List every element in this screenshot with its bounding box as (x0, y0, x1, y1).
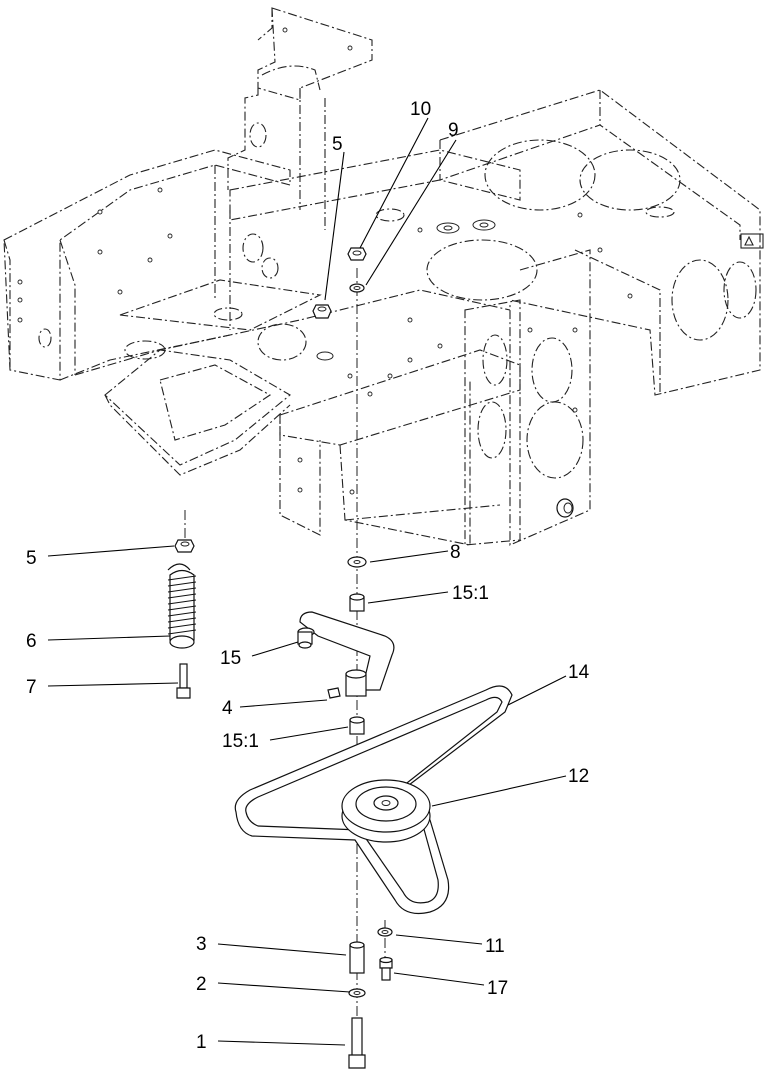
leader-4 (239, 699, 328, 708)
callout-11: 11 (485, 936, 505, 957)
leader-15 (251, 641, 299, 657)
callout-14: 14 (568, 662, 590, 683)
leader-17 (393, 972, 485, 986)
part-6-spring (167, 563, 197, 649)
leader-lines (47, 117, 567, 1046)
leader-9 (365, 139, 457, 286)
leader-7 (47, 682, 179, 687)
callout-15-1-lower: 15:1 (222, 731, 259, 752)
leader-6 (47, 635, 171, 641)
part-8-washer (347, 556, 367, 568)
part-11-washer (377, 927, 393, 937)
part-17-bolt (379, 956, 393, 981)
chassis-frame (3, 7, 764, 546)
callout-7: 7 (26, 677, 37, 698)
part-2-washer (348, 988, 366, 998)
part-15-1-bushing-lower (349, 716, 365, 735)
callout-15: 15 (220, 648, 241, 669)
leader-15-1b (269, 726, 349, 741)
callout-8: 8 (450, 542, 461, 563)
part-1-bolt (348, 1017, 366, 1069)
callout-5-upper: 5 (332, 134, 343, 155)
part-15-1-bushing-upper (349, 593, 365, 612)
leader-15-1a (367, 591, 449, 604)
leader-2 (217, 982, 351, 993)
callout-3: 3 (196, 934, 207, 955)
leader-10 (359, 117, 429, 249)
leader-3 (217, 943, 347, 956)
leader-12 (431, 775, 567, 807)
part-12-pulley (341, 779, 431, 843)
callout-9: 9 (448, 120, 459, 141)
part-5-nut-lower (174, 539, 195, 553)
leader-5b (47, 545, 175, 557)
part-4-grease-fitting (327, 687, 341, 699)
callout-5-lower: 5 (26, 548, 37, 569)
callout-1: 1 (196, 1032, 207, 1053)
part-5-nut-upper (312, 304, 332, 319)
part-15-idler-arm (297, 611, 395, 697)
callout-2: 2 (196, 974, 207, 995)
callout-12: 12 (568, 766, 589, 787)
leader-8 (369, 550, 449, 563)
part-7-bolt (176, 663, 191, 699)
callout-4: 4 (222, 698, 233, 719)
callout-15-1-upper: 15:1 (452, 583, 489, 604)
part-3-spacer (349, 941, 365, 974)
callout-labels: 1 2 3 4 5 5 6 7 8 9 10 11 12 14 15 15:1 … (26, 99, 590, 1053)
callout-6: 6 (26, 631, 37, 652)
leader-5a (324, 151, 345, 301)
part-10-nut (347, 247, 367, 261)
leader-1 (217, 1040, 346, 1046)
leader-14 (507, 675, 567, 706)
leader-11 (395, 934, 483, 945)
callout-17: 17 (487, 978, 508, 999)
part-9-washer (349, 283, 365, 293)
callout-10: 10 (410, 99, 431, 120)
